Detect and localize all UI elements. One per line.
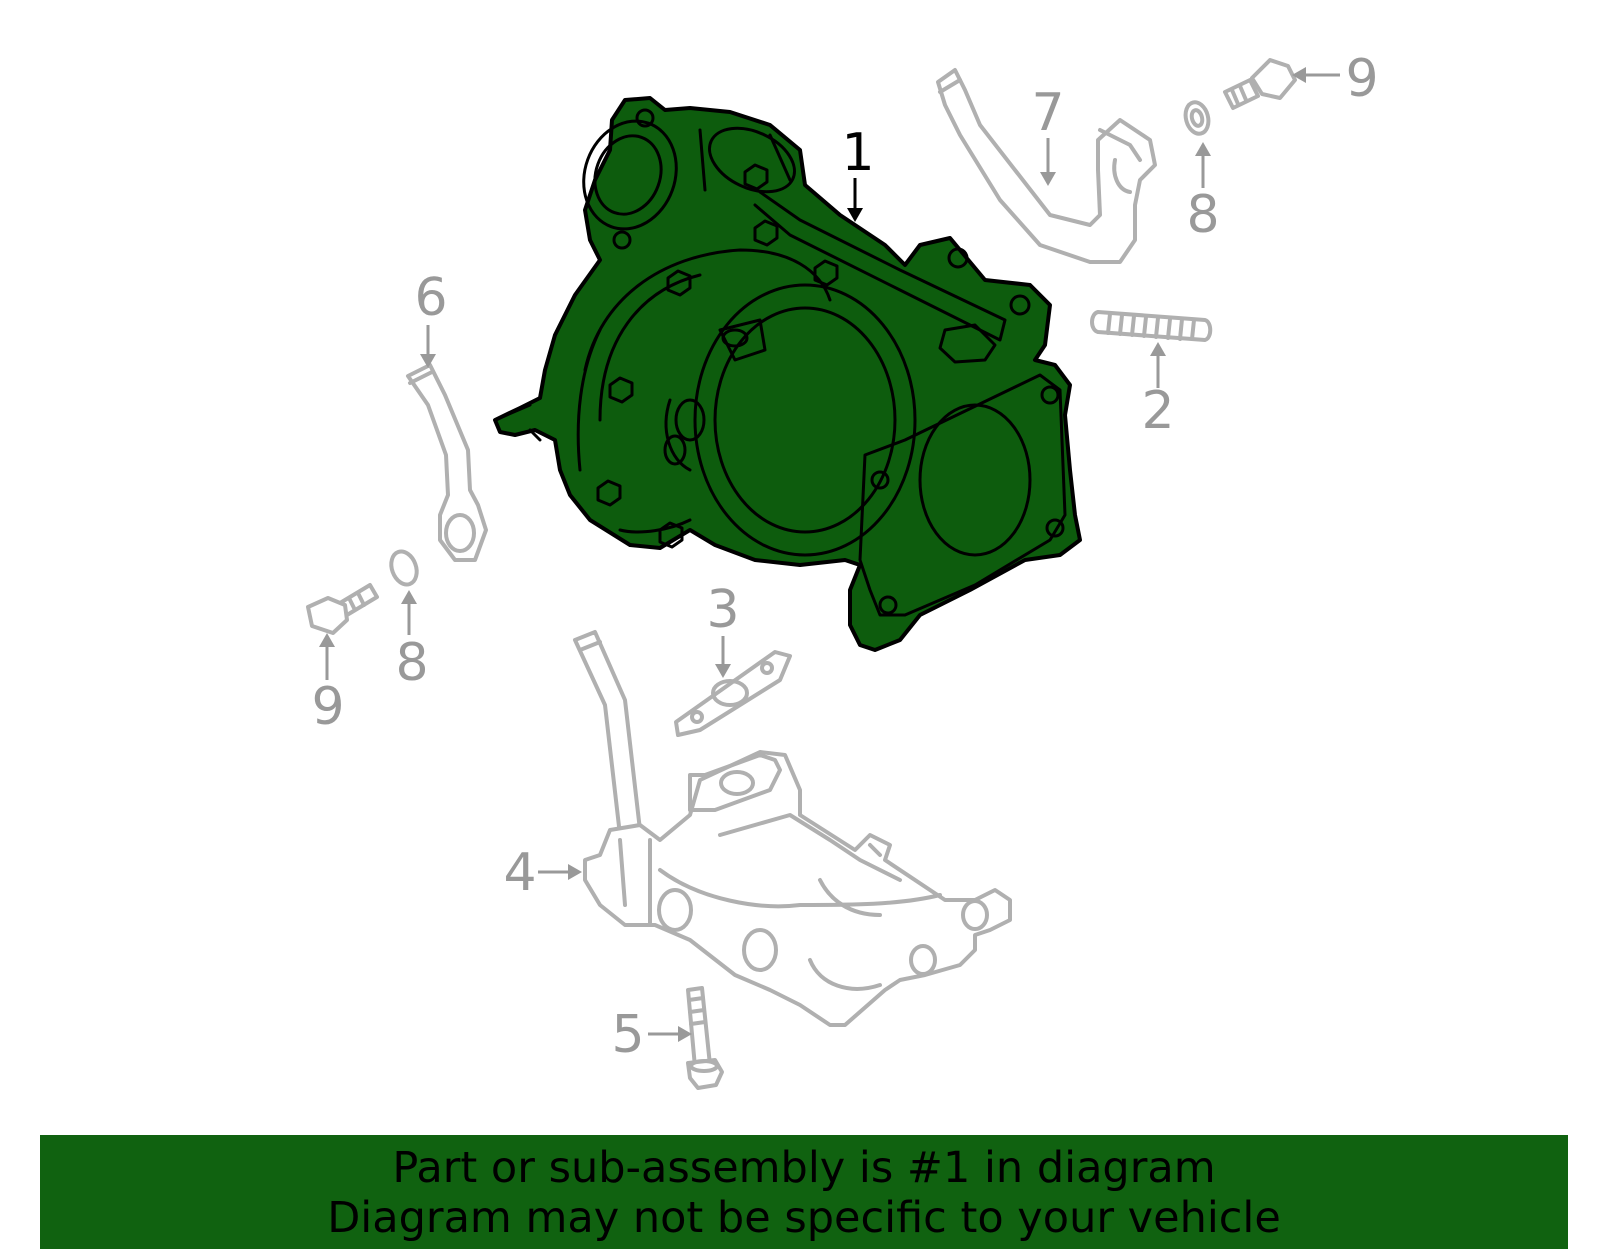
callout-6: 6	[414, 268, 447, 328]
leader-8-right	[1195, 142, 1211, 188]
callout-2: 2	[1141, 381, 1174, 441]
part-8-washer-right[interactable]	[1182, 100, 1212, 137]
callout-9-left: 9	[311, 677, 344, 737]
callout-9-right: 9	[1345, 49, 1378, 109]
part-4-manifold[interactable]	[573, 630, 1012, 1027]
callout-4: 4	[503, 843, 536, 903]
callout-1: 1	[841, 123, 874, 183]
leader-4	[538, 864, 582, 880]
callout-8-left: 8	[395, 633, 428, 693]
leader-3	[715, 636, 731, 678]
leader-1	[847, 178, 863, 222]
part-8-washer-left[interactable]	[387, 548, 421, 588]
leader-2	[1150, 342, 1166, 388]
leader-6	[420, 325, 436, 368]
part-9-bolt-right[interactable]	[1223, 58, 1297, 110]
part-5-bolt[interactable]	[686, 986, 724, 1090]
part-6-pipe[interactable]	[406, 363, 488, 562]
callout-7: 7	[1031, 83, 1064, 143]
notice-banner: Part or sub-assembly is #1 in diagram Di…	[40, 1135, 1568, 1249]
leader-7	[1040, 138, 1056, 186]
leader-9-left	[319, 633, 335, 680]
part-1-turbocharger[interactable]	[493, 96, 1082, 652]
callout-5: 5	[611, 1005, 644, 1065]
part-7-pipe[interactable]	[936, 68, 1157, 264]
banner-line-1: Part or sub-assembly is #1 in diagram	[392, 1143, 1216, 1193]
part-2-stud[interactable]	[1090, 310, 1213, 342]
callout-3: 3	[706, 580, 739, 640]
part-9-bolt-left[interactable]	[306, 583, 379, 635]
part-3-gasket[interactable]	[674, 650, 792, 737]
leader-8-left	[401, 590, 417, 635]
banner-line-2: Diagram may not be specific to your vehi…	[327, 1193, 1281, 1243]
leader-5	[648, 1026, 692, 1042]
callout-8-right: 8	[1186, 185, 1219, 245]
leader-9-right	[1292, 67, 1340, 83]
